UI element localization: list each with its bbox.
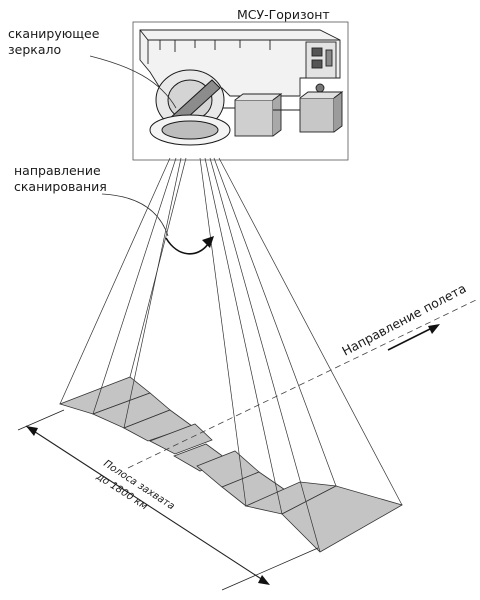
swath-width-dimension [17, 409, 319, 591]
scan-direction-arrow [165, 237, 209, 255]
swath-arrowhead-end [258, 575, 270, 585]
scan-direction-label-line2: сканирования [14, 179, 107, 194]
scan-dir-leader-line [101, 193, 169, 237]
mirror-leader-line [89, 55, 177, 109]
scanning-mirror [149, 69, 231, 146]
flight-track-line [127, 299, 477, 469]
swath-arrowhead-start [26, 426, 38, 436]
instrument-title: МСУ-Горизонт [237, 7, 330, 22]
flight-direction-arrowhead [428, 324, 440, 334]
ground-swath [58, 376, 404, 553]
flight-direction-arrow [387, 325, 437, 351]
flight-direction-label: Направление полета [339, 280, 468, 358]
mirror-label-line2: зеркало [8, 42, 61, 57]
scan-direction-arrowhead [202, 236, 214, 248]
mirror-label-line1: сканирующее [8, 26, 100, 41]
scan-rays [59, 157, 403, 553]
scan-direction-label-line1: направление [14, 163, 101, 178]
